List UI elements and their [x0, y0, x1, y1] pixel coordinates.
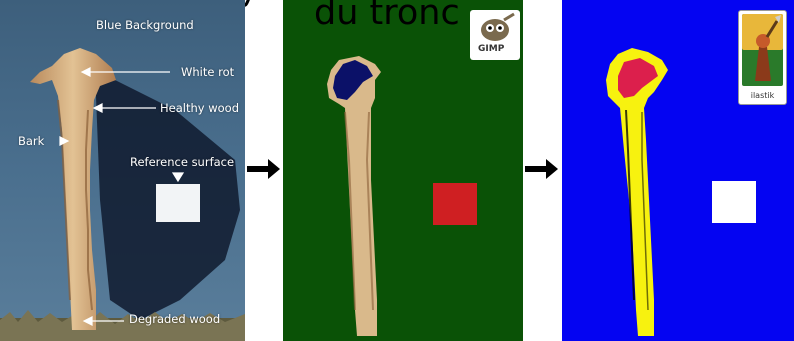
ilastik-logo-text: ilastik [739, 91, 786, 100]
label-reference-surface: Reference surface [130, 155, 234, 169]
label-bark: Bark [18, 134, 44, 148]
original-photo-panel: Blue Background White rot Healthy wood B… [0, 0, 245, 341]
ilastik-brush-icon [739, 11, 786, 89]
label-healthy-wood: Healthy wood [160, 101, 239, 115]
gimp-logo: GIMP [470, 10, 520, 60]
gimp-logo-text: GIMP [478, 44, 504, 54]
label-blue-background: Blue Background [96, 18, 194, 32]
label-white-rot: White rot [181, 65, 234, 79]
label-degraded-wood: Degraded wood [129, 312, 220, 326]
ilastik-logo: ilastik [738, 10, 787, 105]
arrow-right-icon [524, 154, 560, 184]
original-photo [0, 0, 245, 341]
page-title: du tronc [314, 0, 460, 31]
gimp-mascot-icon [470, 10, 520, 44]
arrow-right-icon [246, 154, 282, 184]
